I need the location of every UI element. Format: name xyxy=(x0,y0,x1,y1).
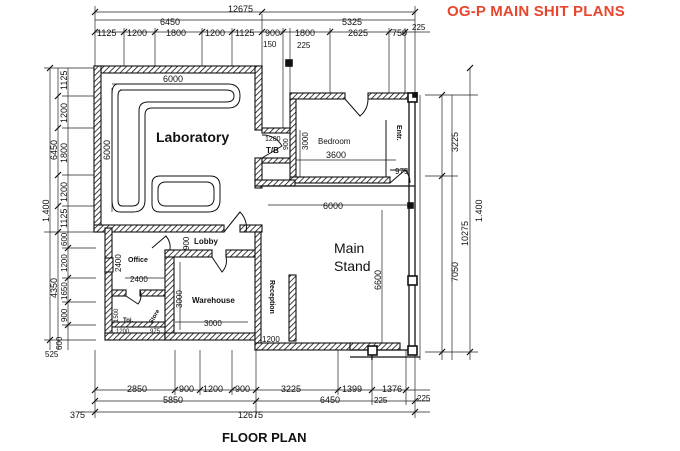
dim-wh-3000b: 3000 xyxy=(204,319,222,328)
dim-top-r6: 900 xyxy=(265,28,280,38)
dim-left-1650: 1650 xyxy=(60,282,69,300)
dim-stand-height: 6600 xyxy=(373,270,383,290)
walls xyxy=(93,65,416,351)
room-lobby: Lobby xyxy=(194,237,219,246)
dim-top-right: 5325 xyxy=(342,17,362,27)
dim-bed-height: 3000 xyxy=(301,132,310,150)
dim-top-r1: 1125 xyxy=(97,28,116,38)
dim-right-7050: 7050 xyxy=(450,262,460,282)
dim-top-total: 12675 xyxy=(228,4,253,14)
plan-caption: FLOOR PLAN xyxy=(222,430,307,445)
dim-top-r9: 750 xyxy=(392,28,407,38)
room-office: Office xyxy=(128,257,148,264)
dim-left-600b: 600 xyxy=(55,336,64,350)
dim-right-3225: 3225 xyxy=(450,132,460,152)
room-bedroom: Bedroom xyxy=(318,137,351,146)
dim-top-r8: 2625 xyxy=(348,28,368,38)
dim-left-1400: 1.400 xyxy=(41,199,51,222)
room-toilet: Toi. xyxy=(123,318,134,324)
dim-left-1200c: 1200 xyxy=(60,254,69,272)
dim-top-r10: 225 xyxy=(412,23,426,32)
dim-b1-1399: 1399 xyxy=(342,384,362,394)
dim-top-r2: 1200 xyxy=(127,28,147,38)
brand-title: OG-P MAIN SHIT PLANS xyxy=(447,3,625,20)
dim-left-900: 900 xyxy=(60,308,69,322)
dim-left-600: 600 xyxy=(60,232,69,246)
dim-b2-6450: 6450 xyxy=(320,395,340,405)
dim-left-1200b: 1200 xyxy=(59,182,69,202)
dim-b2-225a: 225 xyxy=(374,396,388,405)
columns xyxy=(285,59,418,356)
dim-top-r4: 1200 xyxy=(205,28,225,38)
dim-left-1200a: 1200 xyxy=(59,103,69,123)
dim-tb-900: 900 xyxy=(283,138,290,150)
dim-left-1800: 1800 xyxy=(59,143,69,163)
dim-b1-900b: 900 xyxy=(235,384,250,394)
dim-top-150: 150 xyxy=(263,40,277,49)
dim-b3-12675: 12675 xyxy=(238,410,263,420)
dim-left-6450: 6450 xyxy=(49,140,59,160)
dim-b1-900a: 900 xyxy=(179,384,194,394)
dim-b3-375: 375 xyxy=(70,410,85,420)
dim-lobby-900: 900 xyxy=(182,236,191,250)
dim-lab-width: 6000 xyxy=(163,74,183,84)
dim-b1-2850: 2850 xyxy=(127,384,147,394)
dim-b2-225b: 225 xyxy=(417,394,431,403)
room-entrance: Entr. xyxy=(395,125,402,141)
dim-left-525: 525 xyxy=(45,350,59,359)
dim-b1-1200: 1200 xyxy=(203,384,223,394)
main-stand-frame xyxy=(261,95,420,360)
dim-toilet-1500: 1500 xyxy=(114,308,120,322)
room-warehouse: Warehouse xyxy=(192,296,235,305)
door-swings xyxy=(125,98,411,305)
dim-bed-width: 3600 xyxy=(326,150,346,160)
dim-top-left: 6450 xyxy=(160,17,180,27)
dim-lab-height: 6000 xyxy=(102,140,112,160)
dim-office-2400b: 2400 xyxy=(130,275,148,284)
dim-office-2400a: 2400 xyxy=(114,254,123,272)
dim-reception-1200: 1200 xyxy=(262,335,280,344)
dim-tb-1200: 1200 xyxy=(265,136,281,143)
room-reception: Reception xyxy=(268,280,275,314)
bedroom-fixtures xyxy=(385,120,408,177)
dim-975: 975 xyxy=(395,167,409,176)
room-laboratory: Laboratory xyxy=(156,129,229,145)
dim-right-10275: 10275 xyxy=(460,221,470,246)
room-main-stand-line2: Stand xyxy=(334,258,371,274)
dim-wh-3000a: 3000 xyxy=(175,290,184,308)
room-main-stand-line1: Main xyxy=(334,240,364,256)
dim-b2-5850: 5850 xyxy=(163,395,183,405)
dim-b1-1376: 1376 xyxy=(382,384,402,394)
dim-top-r7: 1800 xyxy=(295,28,315,38)
dim-top-r5: 1125 xyxy=(235,28,254,38)
lab-counter xyxy=(111,83,241,213)
room-tb: T/B xyxy=(266,146,279,155)
dim-right-1400: 1.400 xyxy=(474,199,484,222)
dimension-ticks xyxy=(46,8,474,416)
dim-left-1125a: 1125 xyxy=(59,71,69,90)
dim-left-4350: 4350 xyxy=(49,278,59,298)
dim-toilet-1200: 1200 xyxy=(116,329,130,335)
dim-left-1125b: 1125 xyxy=(59,209,69,228)
dim-toilet-975: 975 xyxy=(150,329,161,335)
dim-stand-width: 6000 xyxy=(323,201,343,211)
dim-top-225: 225 xyxy=(297,41,311,50)
dim-b1-3225: 3225 xyxy=(281,384,301,394)
dimension-texts: 12675 6450 5325 1125 1200 1800 1200 1125… xyxy=(41,4,484,420)
dim-top-r3: 1800 xyxy=(166,28,186,38)
